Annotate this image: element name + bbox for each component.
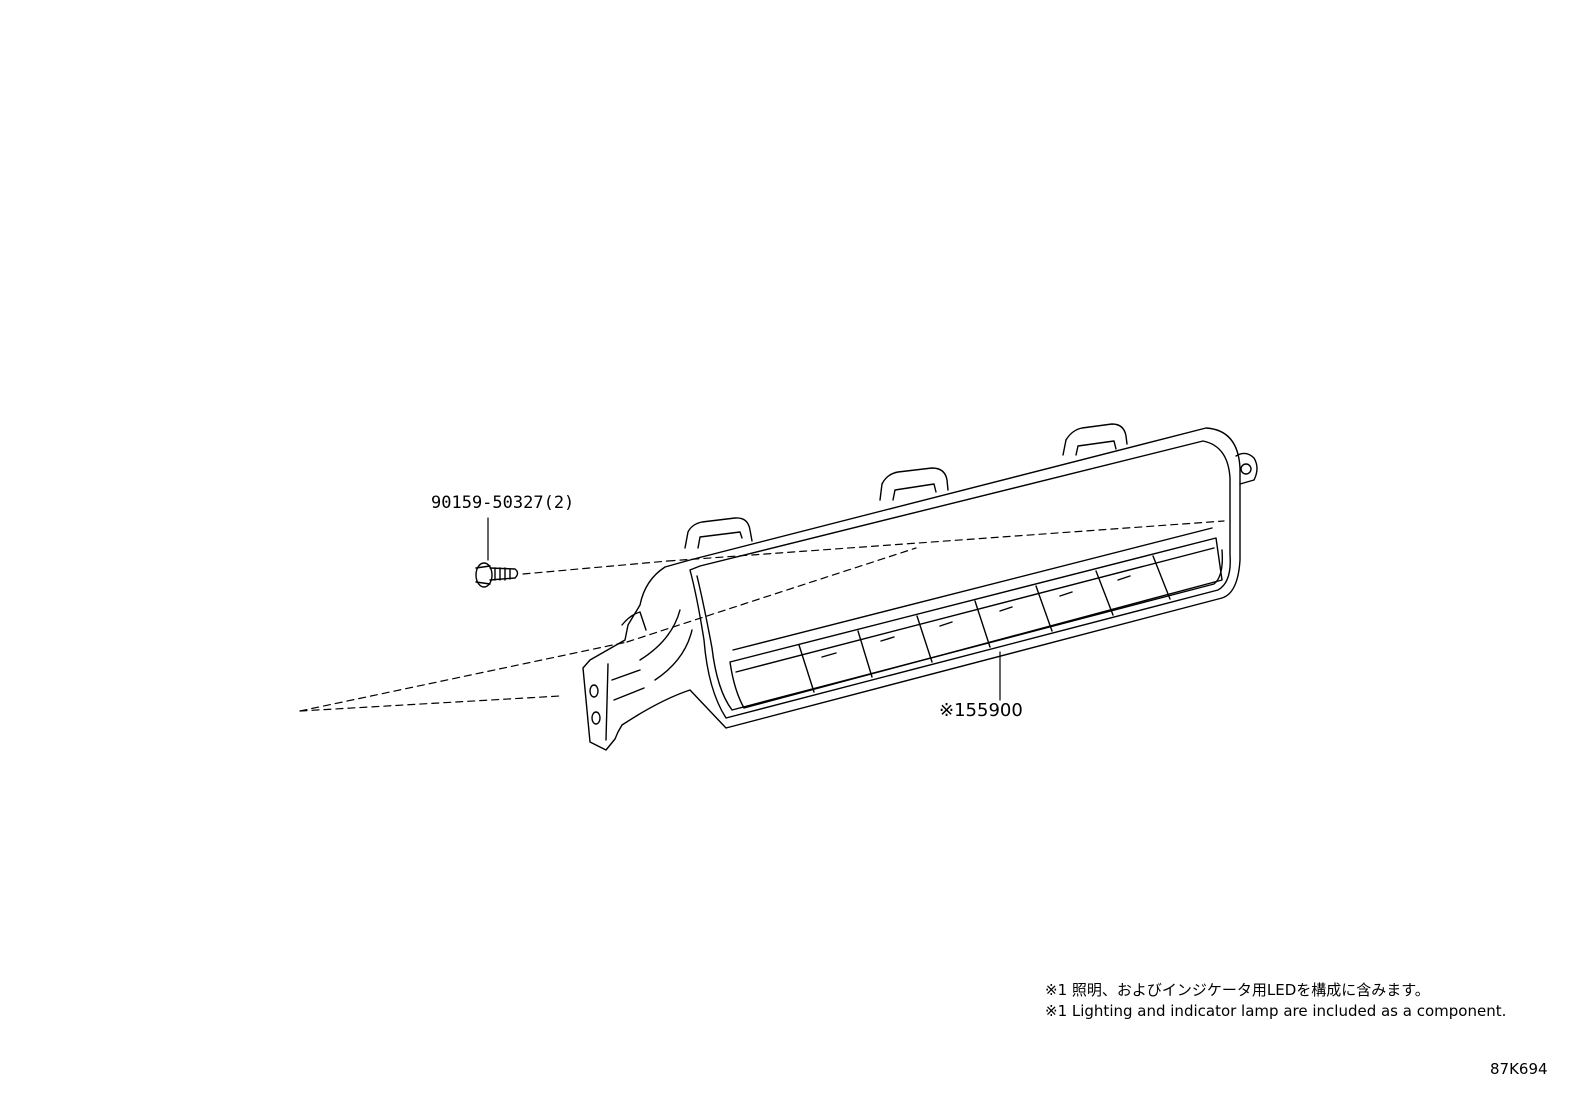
assembly-dashed-lines (299, 520, 1225, 712)
diagram-code: 87K694 (1490, 1060, 1548, 1078)
bolt-icon (475, 517, 519, 588)
lamp-part-number: ※155900 (939, 700, 1023, 721)
note-japanese: ※1 照明、およびインジケータ用LEDを構成に含みます。 (1045, 981, 1430, 999)
note-english: ※1 Lighting and indicator lamp are inclu… (1045, 1002, 1507, 1020)
bolt-part-number: 90159-50327(2) (431, 493, 575, 513)
lamp-assembly-icon (582, 423, 1258, 751)
